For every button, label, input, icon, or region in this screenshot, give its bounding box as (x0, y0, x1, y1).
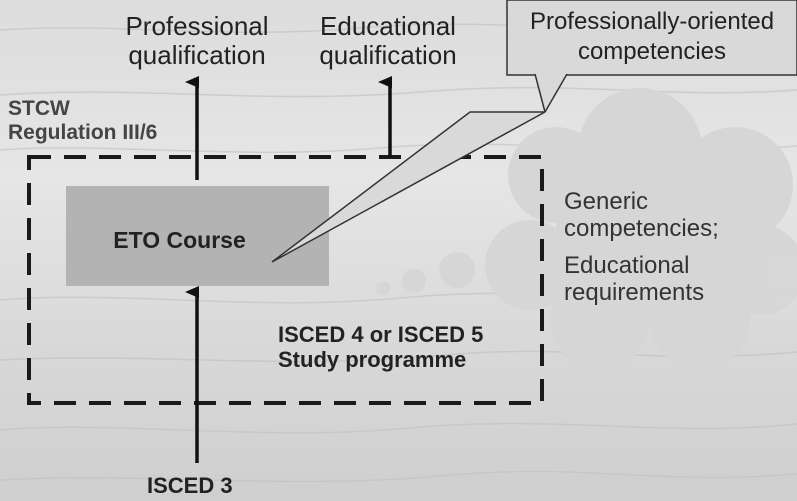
water-texture (0, 23, 797, 483)
callout-label: Professionally-oriented competencies (529, 8, 775, 65)
thought-cloud (376, 88, 797, 370)
callout-pointer (271, 111, 546, 263)
generic-competencies-label: Generic competencies; (564, 188, 719, 242)
eto-course-box (66, 186, 329, 286)
study-programme-label: ISCED 4 or ISCED 5 Study programme (278, 322, 484, 372)
professional-qualification-label: Professional qualification (125, 11, 269, 71)
educational-requirements-label: Educational requirements (564, 252, 705, 306)
callout-box (506, 0, 797, 76)
entry-level-label: ISCED 3 (147, 473, 233, 498)
stcw-label: STCW Regulation III/6 (8, 97, 158, 144)
educational-qualification-label: Educational qualification (319, 11, 457, 71)
programme-boundary (27, 155, 544, 405)
eto-course-label: ETO Course (113, 227, 246, 253)
